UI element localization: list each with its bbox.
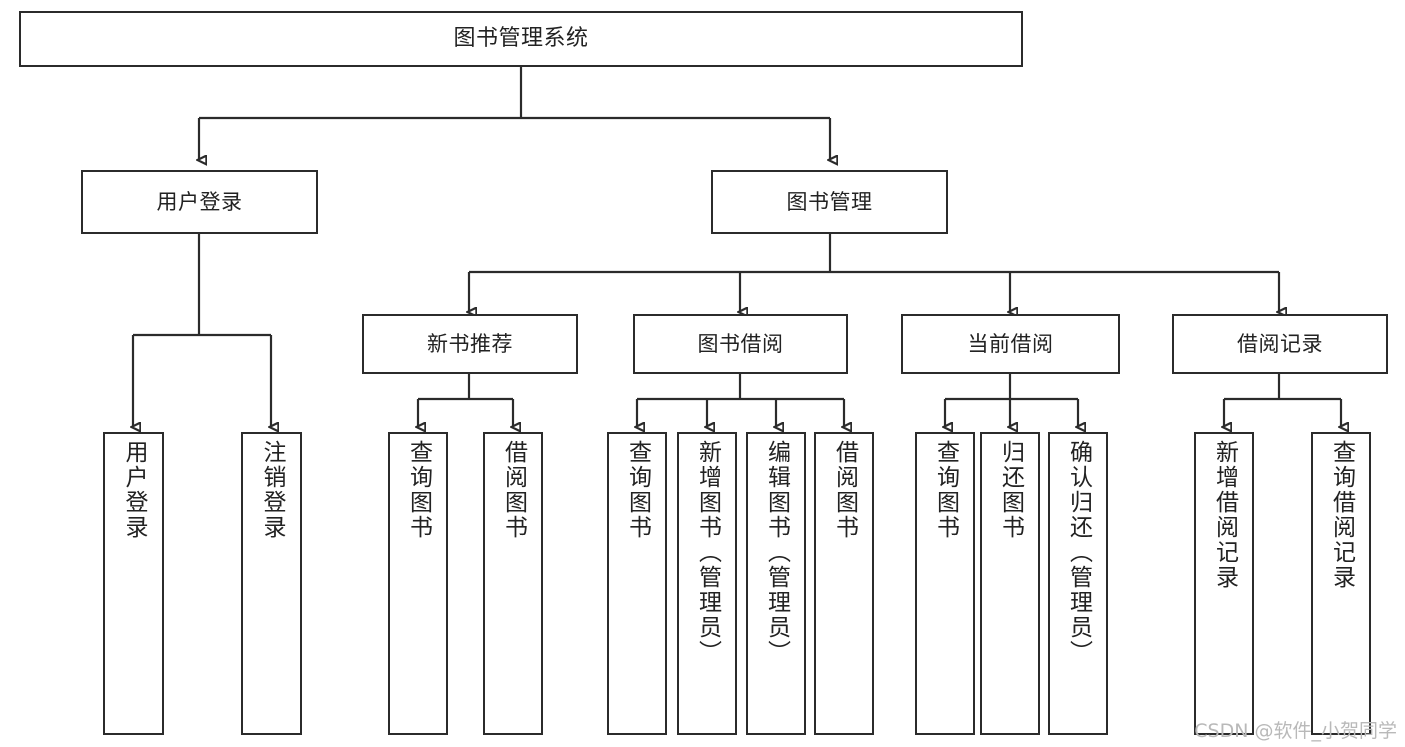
node-label: 归还图书 <box>997 440 1024 540</box>
node-root-system[interactable]: 图书管理系统 <box>19 11 1023 67</box>
node-leaf-user-login[interactable]: 用户登录 <box>103 432 164 735</box>
node-leaf-query-book-1[interactable]: 查询图书 <box>388 432 448 735</box>
node-label: 查询图书 <box>624 440 651 540</box>
node-label: 用户登录 <box>121 440 147 540</box>
node-label: 图书借阅 <box>697 331 784 356</box>
node-current-borrow[interactable]: 当前借阅 <box>901 314 1120 374</box>
node-label: 新书推荐 <box>427 331 513 356</box>
node-label: 用户登录 <box>156 189 243 214</box>
node-leaf-query-record[interactable]: 查询借阅记录 <box>1311 432 1371 735</box>
csdn-watermark: CSDN @软件_小贺同学 <box>1194 720 1397 742</box>
node-label: 借阅记录 <box>1237 331 1323 356</box>
node-label: 图书管理系统 <box>453 26 589 52</box>
node-leaf-query-book-3[interactable]: 查询图书 <box>915 432 975 735</box>
node-borrow-record[interactable]: 借阅记录 <box>1172 314 1388 374</box>
node-leaf-logout-login[interactable]: 注销登录 <box>241 432 302 735</box>
node-book-borrow[interactable]: 图书借阅 <box>633 314 848 374</box>
node-label: 借阅图书 <box>831 440 858 540</box>
node-label: 查询借阅记录 <box>1328 440 1355 590</box>
node-leaf-borrow-book-1[interactable]: 借阅图书 <box>483 432 543 735</box>
node-label: 新增借阅记录 <box>1211 440 1238 590</box>
node-leaf-query-book-2[interactable]: 查询图书 <box>607 432 667 735</box>
node-new-book-recommend[interactable]: 新书推荐 <box>362 314 578 374</box>
node-leaf-add-book[interactable]: 新增图书（管理员） <box>677 432 737 735</box>
node-leaf-add-record[interactable]: 新增借阅记录 <box>1194 432 1254 735</box>
node-label: 注销登录 <box>259 440 285 540</box>
node-label: 新增图书（管理员） <box>694 440 721 665</box>
node-leaf-confirm-return[interactable]: 确认归还（管理员） <box>1048 432 1108 735</box>
node-leaf-borrow-book-2[interactable]: 借阅图书 <box>814 432 874 735</box>
node-label: 查询图书 <box>405 440 432 540</box>
node-user-login[interactable]: 用户登录 <box>81 170 318 234</box>
node-label: 借阅图书 <box>500 440 527 540</box>
node-label: 查询图书 <box>932 440 959 540</box>
node-label: 图书管理 <box>786 189 873 214</box>
node-label: 当前借阅 <box>967 331 1054 356</box>
node-leaf-edit-book[interactable]: 编辑图书（管理员） <box>746 432 806 735</box>
node-label: 编辑图书（管理员） <box>763 440 790 665</box>
node-leaf-return-book[interactable]: 归还图书 <box>980 432 1040 735</box>
node-book-management[interactable]: 图书管理 <box>711 170 948 234</box>
node-label: 确认归还（管理员） <box>1065 440 1092 665</box>
